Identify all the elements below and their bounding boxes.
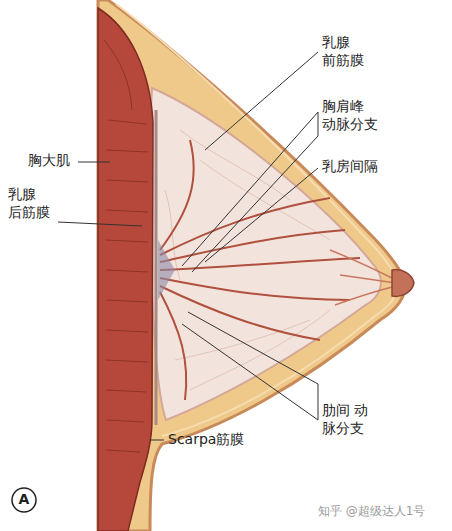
fat-layer <box>98 0 406 531</box>
gland-texture <box>165 130 330 390</box>
nipple <box>392 270 414 297</box>
muscle-label: 胸大肌 <box>28 152 70 170</box>
fascia-label: 乳腺 前筋膜 <box>322 34 365 69</box>
septum-label: 乳房间隔 <box>322 158 378 176</box>
artery-label: 肋间 动脉分支 <box>322 402 379 437</box>
deep-fascia <box>155 110 158 425</box>
skin-inner-line <box>116 4 398 436</box>
gland-tissue <box>150 88 381 420</box>
fascia-label: Scarpa筋膜 <box>168 431 244 449</box>
milk-ducts <box>330 250 396 305</box>
panel-letter: A <box>14 491 34 509</box>
artery-label: 胸肩峰 动脉分支 <box>322 98 379 133</box>
leader-lines <box>58 52 318 440</box>
pectoral-muscle <box>98 8 153 531</box>
fascia-label: 乳腺 后筋膜 <box>8 186 51 221</box>
watermark: 知乎 @超级达人1号 <box>318 504 425 519</box>
septum-base <box>158 240 175 300</box>
septa-arteries <box>160 140 360 400</box>
panel-circle <box>12 488 36 512</box>
muscle-striations <box>104 40 148 452</box>
